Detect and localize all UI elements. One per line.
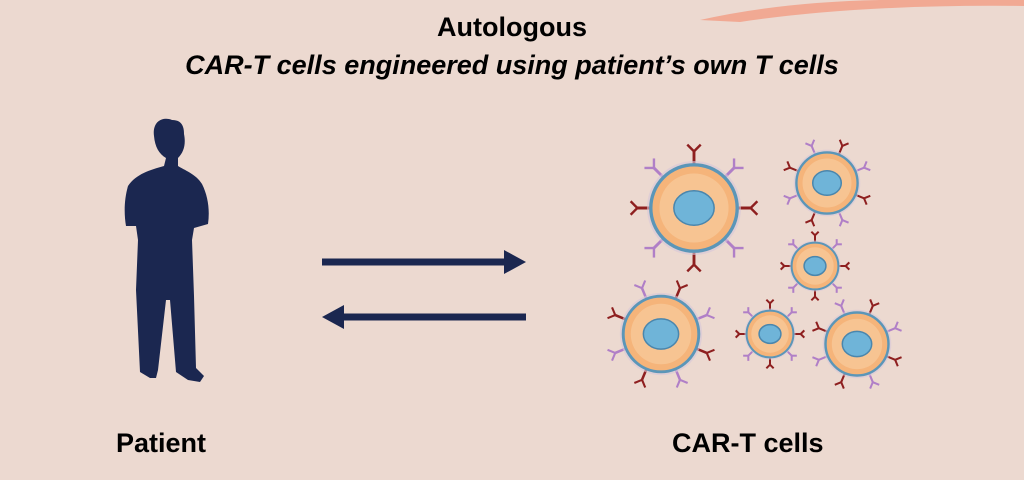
title: Autologous xyxy=(0,12,1024,43)
car-t-cell-icon xyxy=(608,281,715,388)
car-t-cell-icon xyxy=(784,140,871,227)
subtitle: CAR-T cells engineered using patient’s o… xyxy=(0,50,1024,81)
arrow-right-icon xyxy=(322,250,526,274)
person-silhouette-icon xyxy=(125,119,209,382)
car-t-cell-icon xyxy=(781,232,850,301)
patient-label: Patient xyxy=(116,428,206,459)
car-t-cells-group xyxy=(608,140,902,389)
arrow-left-icon xyxy=(322,305,526,329)
car-t-cell-icon xyxy=(631,145,758,272)
car-t-cells-label: CAR-T cells xyxy=(672,428,824,459)
car-t-cell-icon xyxy=(736,300,805,369)
car-t-cell-icon xyxy=(812,299,901,388)
